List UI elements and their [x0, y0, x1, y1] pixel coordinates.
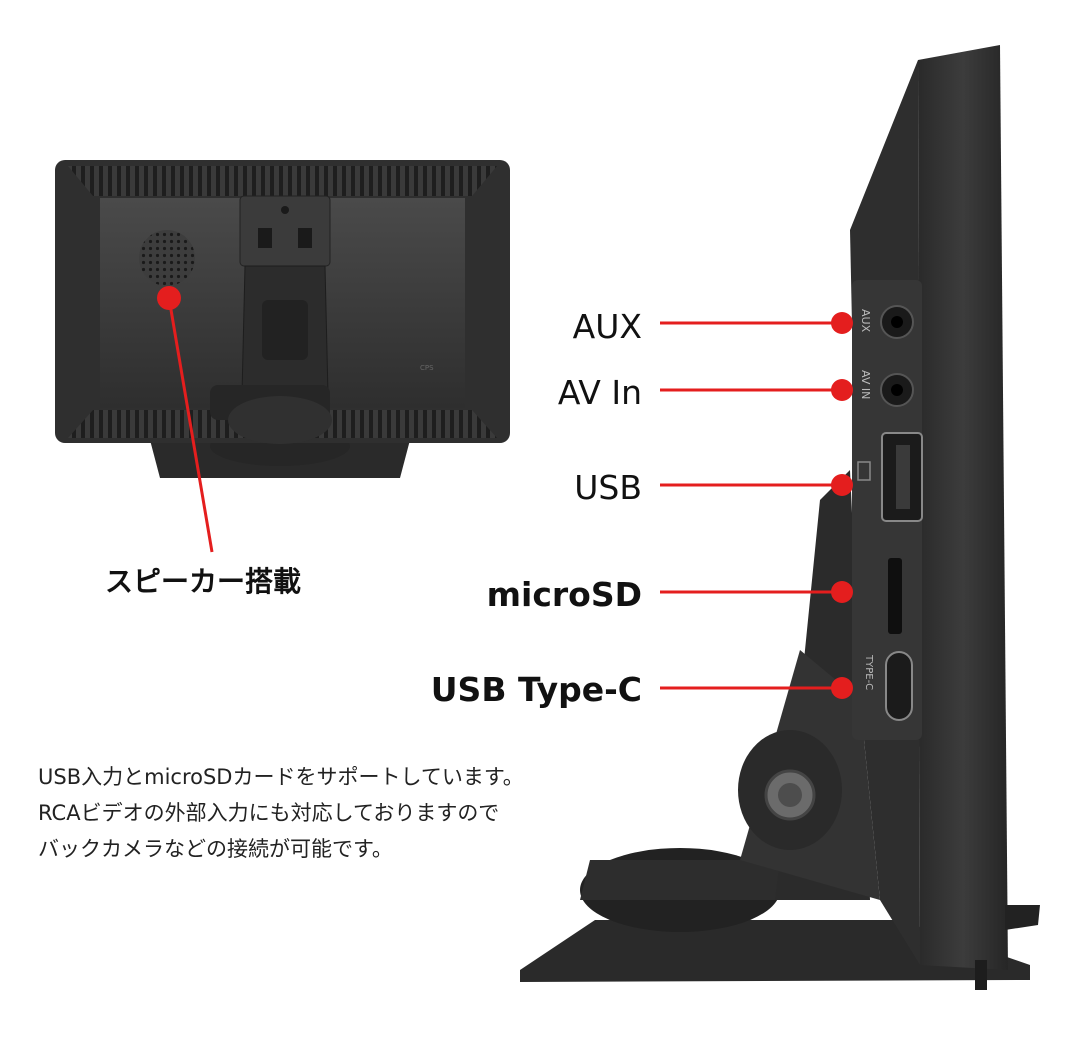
type-c-port-marking: TYPE-C: [863, 654, 874, 690]
callouts: [157, 286, 853, 699]
speaker-label: スピーカー搭載: [105, 565, 302, 598]
description-text: USB入力とmicroSDカードをサポートしています。 RCAビデオの外部入力に…: [38, 759, 524, 867]
microsd-slot: [888, 558, 902, 634]
microsd-callout-dot: [831, 581, 853, 603]
aux-port-marking: AUX: [859, 309, 872, 333]
screen-body: [918, 45, 1008, 970]
description-line: RCAビデオの外部入力にも対応しておりますので: [38, 801, 500, 825]
usb-symbol-icon: [857, 461, 871, 481]
rear-view-device: CPS: [55, 160, 510, 478]
aux-label: AUX: [572, 307, 642, 346]
speaker-callout-line: [167, 297, 214, 553]
svg-text:CPS: CPS: [420, 364, 434, 372]
description-line: バックカメラなどの接続が可能です。: [38, 837, 393, 861]
aux-callout-dot: [831, 312, 853, 334]
usb-callout-dot: [831, 474, 853, 496]
usb-label: USB: [574, 468, 642, 507]
type-c-callout-dot: [831, 677, 853, 699]
side-view-device: [520, 45, 1040, 990]
type-c-port: [885, 651, 913, 721]
description-line: USB入力とmicroSDカードをサポートしています。: [38, 765, 524, 789]
av-in-callout-dot: [831, 379, 853, 401]
speaker-grill: [139, 230, 195, 286]
usb-type-c-label: USB Type-C: [430, 670, 642, 709]
microsd-label: microSD: [486, 575, 642, 614]
av-in-port-marking: AV IN: [859, 370, 872, 399]
top-vents: [68, 166, 497, 196]
av-in-label: AV In: [557, 373, 642, 412]
